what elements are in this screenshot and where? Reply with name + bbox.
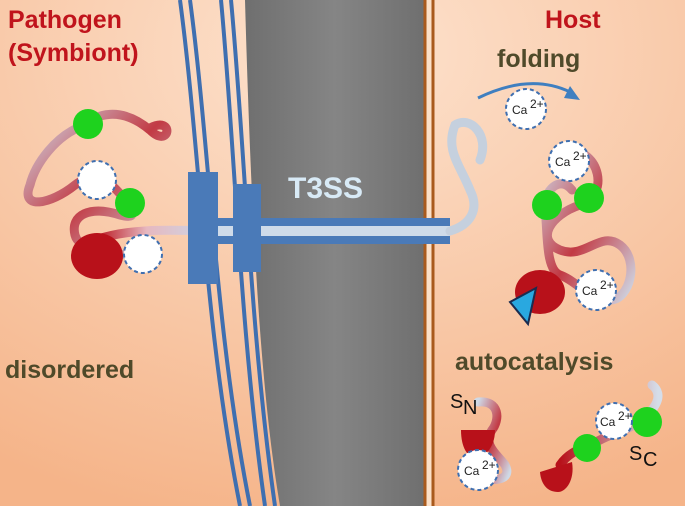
green-ball — [115, 188, 145, 218]
basal-body-block — [233, 184, 261, 272]
calcium-label: Ca — [582, 284, 598, 298]
folding-arrow — [477, 82, 580, 100]
calcium-charge: 2+ — [618, 409, 632, 423]
calcium-ion: Ca 2+ — [548, 140, 590, 182]
calcium-ion: Ca 2+ — [595, 402, 633, 440]
green-ball — [73, 109, 103, 139]
folding-label: folding — [497, 45, 580, 73]
calcium-charge: 2+ — [530, 97, 544, 111]
calcium-charge: 2+ — [482, 458, 496, 472]
calcium-site-empty — [77, 160, 117, 200]
autocatalysis-label: autocatalysis — [455, 348, 613, 376]
disordered-label: disordered — [5, 356, 134, 384]
calcium-site-empty — [123, 234, 163, 274]
disordered-protein — [23, 109, 172, 279]
red-half-domain — [540, 462, 573, 492]
host-membrane — [423, 0, 435, 506]
calcium-label: Ca — [512, 103, 528, 117]
calcium-charge: 2+ — [600, 278, 614, 292]
calcium-ion: Ca 2+ — [575, 269, 617, 311]
calcium-label: Ca — [555, 155, 571, 169]
green-ball — [632, 407, 662, 437]
cell-wall — [245, 0, 425, 506]
symbiont-label: (Symbiont) — [8, 39, 139, 67]
green-ball — [532, 190, 562, 220]
s-c-label: S — [629, 443, 642, 465]
secreted-chain — [445, 118, 488, 236]
pathogen-label: Pathogen — [8, 6, 122, 34]
host-label: Host — [545, 6, 601, 34]
calcium-label: Ca — [464, 464, 480, 478]
s-c-subscript: C — [643, 449, 657, 471]
s-n-subscript: N — [463, 397, 477, 419]
s-n-label: S — [450, 391, 463, 413]
t3ss-label: T3SS — [288, 172, 363, 205]
calcium-label: Ca — [600, 415, 616, 429]
calcium-ion: Ca 2+ — [457, 449, 499, 491]
green-ball — [574, 183, 604, 213]
calcium-charge: 2+ — [573, 149, 587, 163]
basal-body-block — [188, 172, 218, 284]
ligand-triangle — [508, 286, 538, 327]
calcium-ion: Ca 2+ — [505, 88, 547, 130]
folded-protein — [508, 145, 636, 327]
red-domain — [71, 233, 123, 279]
green-ball — [573, 434, 601, 462]
